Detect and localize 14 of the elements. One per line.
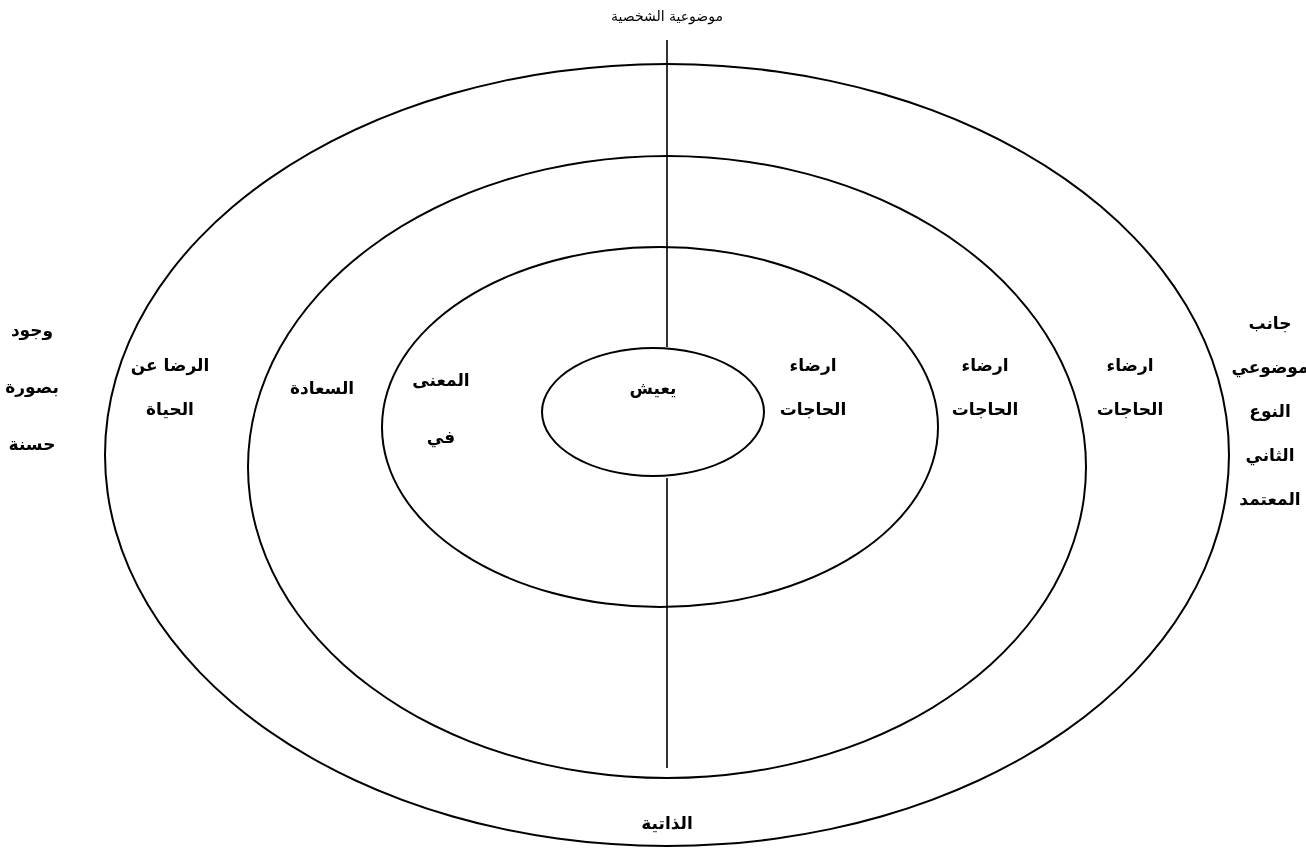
- ring-text: ارضاء الحاجات: [1095, 354, 1165, 421]
- ring-text: ارضاء الحاجات: [950, 354, 1020, 421]
- ring-text: الرضا عن الحياة: [129, 354, 211, 421]
- ring-text: المعنى في: [411, 369, 471, 450]
- axis-label: وجود بصورة حسنة: [4, 319, 60, 456]
- ring-ellipse: [104, 63, 1230, 847]
- ring-ellipse: [541, 347, 765, 477]
- ring-ellipse: [247, 155, 1087, 779]
- ring-text: السعادة: [288, 377, 356, 400]
- ring-text: ارضاء الحاجات: [778, 354, 848, 421]
- axis-label: موضوعية الشخصية: [610, 7, 724, 27]
- axis-label: الذاتية: [640, 812, 694, 835]
- ring-ellipse: [381, 246, 939, 608]
- ring-text: يعيش: [628, 377, 678, 400]
